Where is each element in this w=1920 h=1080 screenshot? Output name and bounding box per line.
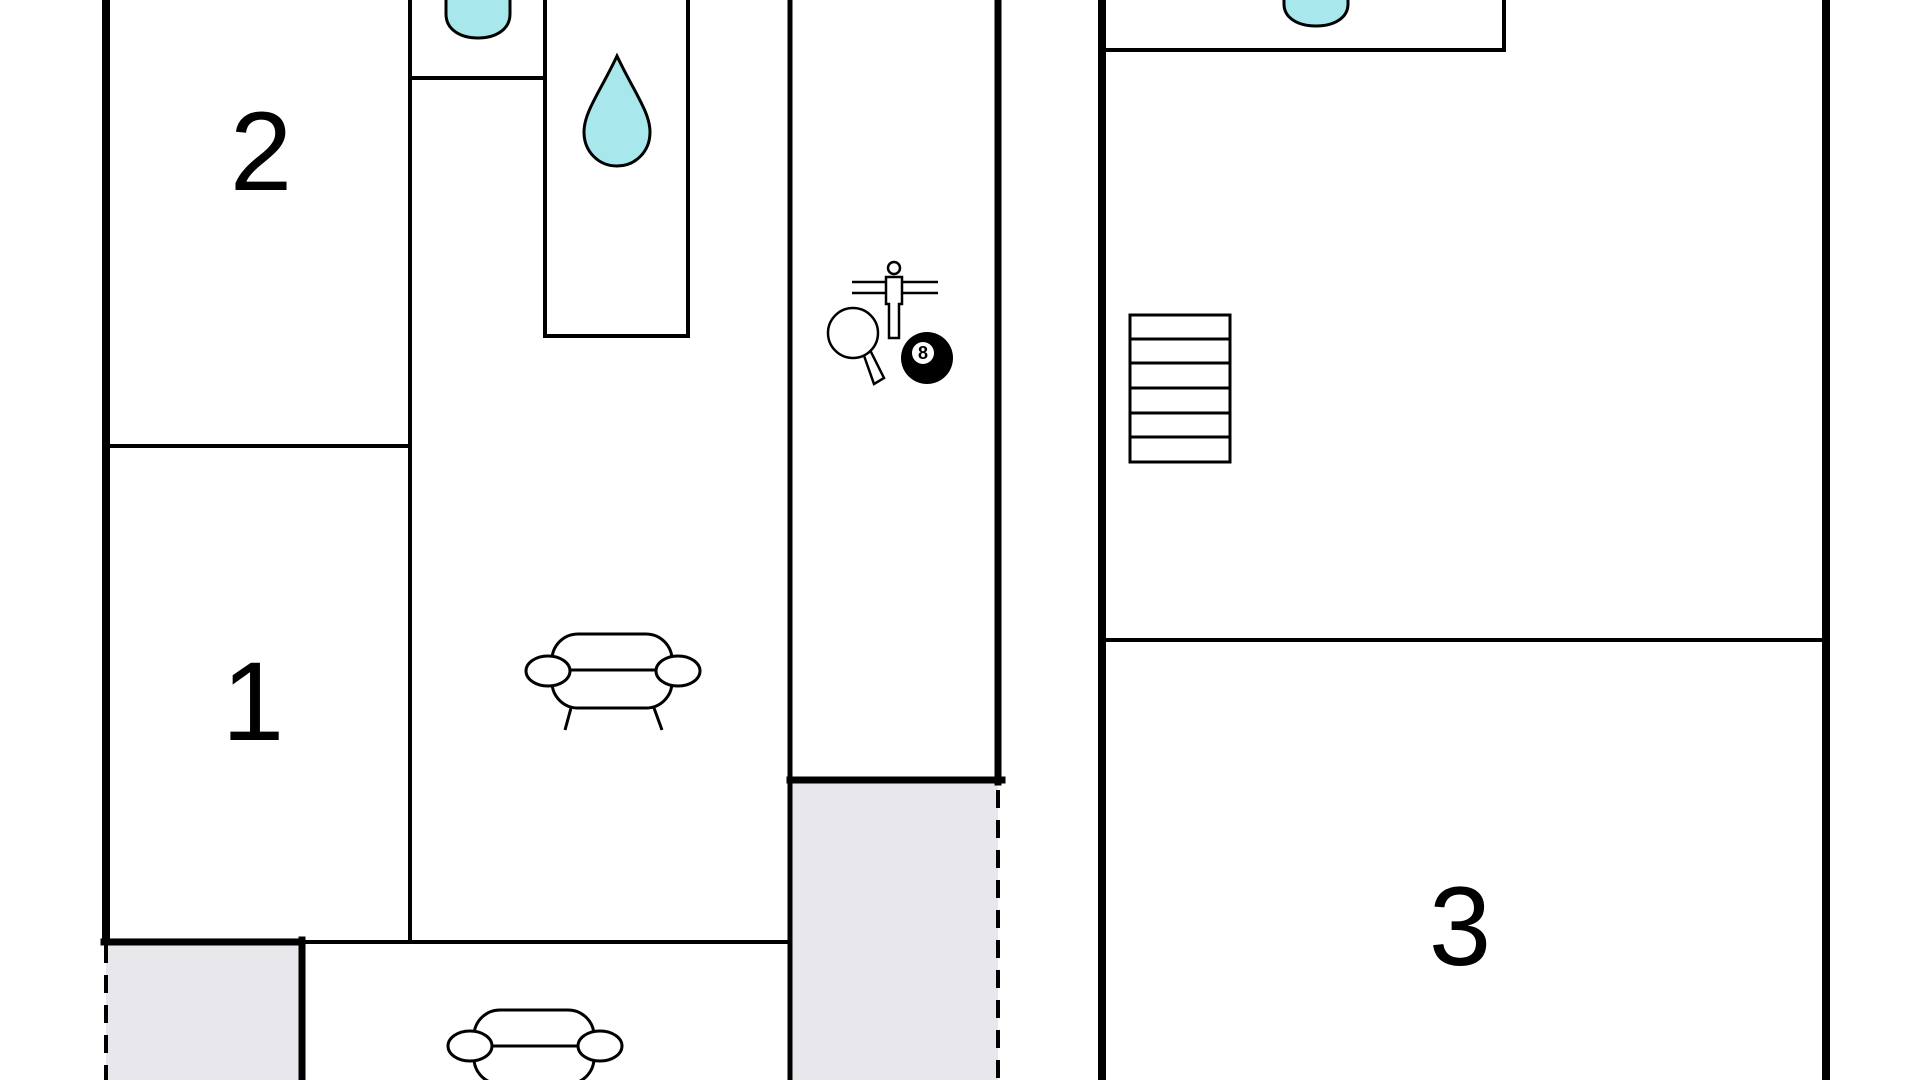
- water-drop-icon: [444, 0, 512, 40]
- room-3-label: 3: [1429, 864, 1491, 989]
- water-drop-icon: [1282, 0, 1350, 28]
- sofa-icon: [446, 1008, 624, 1080]
- table-football-icon: [852, 260, 938, 340]
- table-tennis-icon: [826, 306, 886, 386]
- water-drop-icon: [582, 52, 652, 168]
- sofa-icon: [524, 632, 702, 731]
- terrace-area-left: [106, 938, 301, 1080]
- billiard-ball-label: 8: [918, 343, 928, 363]
- terrace-area-center: [792, 780, 998, 1080]
- room-1-label: 1: [222, 639, 284, 764]
- room-2-label: 2: [230, 89, 292, 214]
- staircase-icon: [1128, 313, 1232, 464]
- left-building-walls: [100, 0, 1006, 1080]
- right-building-walls: [1098, 0, 1830, 1080]
- terrace-dashed-edges: [104, 790, 1000, 1080]
- billiard-ball-icon: 8: [901, 332, 953, 384]
